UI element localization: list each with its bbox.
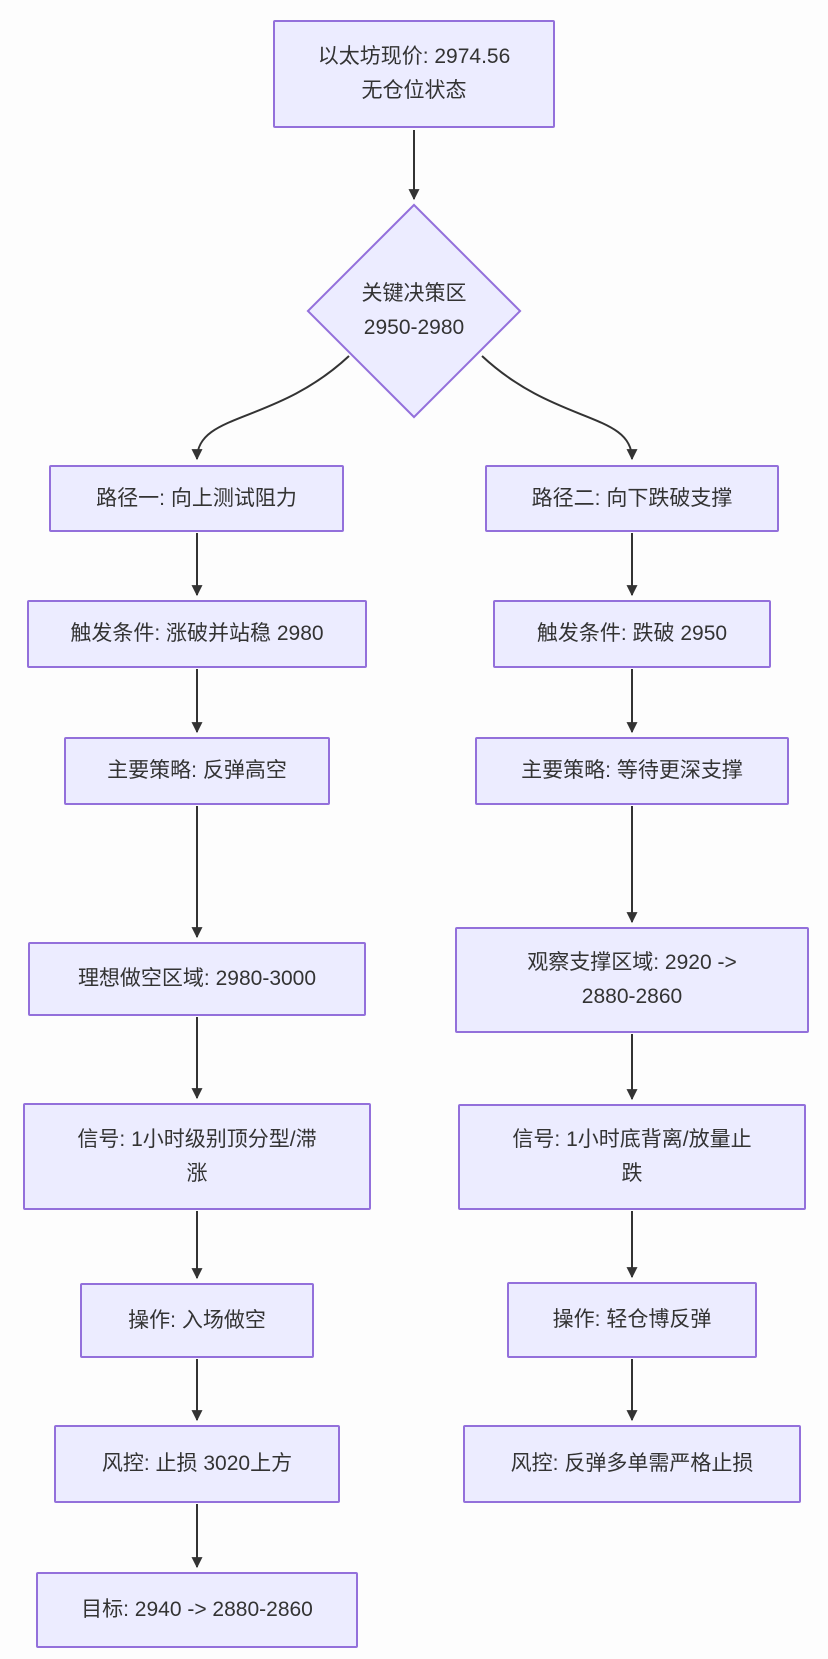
node-start: 以太坊现价: 2974.56 无仓位状态 <box>273 20 555 128</box>
node-p2-strategy: 主要策略: 等待更深支撑 <box>475 737 789 805</box>
node-p1-signal: 信号: 1小时级别顶分型/滞 涨 <box>23 1103 371 1210</box>
node-p2-action-label: 操作: 轻仓博反弹 <box>552 1308 712 1332</box>
node-p1-risk-label: 风控: 止损 3020上方 <box>101 1452 293 1476</box>
node-p2-signal: 信号: 1小时底背离/放量止 跌 <box>458 1104 806 1210</box>
node-p2-strategy-label: 主要策略: 等待更深支撑 <box>521 759 743 783</box>
node-p2-signal-line2: 跌 <box>621 1162 643 1185</box>
node-p1-strategy-label: 主要策略: 反弹高空 <box>107 759 287 783</box>
node-p1-path-label: 路径一: 向上测试阻力 <box>96 486 297 510</box>
node-p2-trigger: 触发条件: 跌破 2950 <box>493 600 771 668</box>
node-start-line1: 以太坊现价: 2974.56 <box>317 45 511 69</box>
node-decision-line2: 2950-2980 <box>363 316 465 339</box>
node-start-line2: 无仓位状态 <box>361 79 467 102</box>
node-p2-path: 路径二: 向下跌破支撑 <box>485 465 779 532</box>
edge-decision-to-path2 <box>481 355 638 461</box>
node-p1-trigger-label: 触发条件: 涨破并站稳 2980 <box>70 622 324 646</box>
node-p2-trigger-label: 触发条件: 跌破 2950 <box>536 622 728 646</box>
node-p2-signal-line1: 信号: 1小时底背离/放量止 <box>512 1128 752 1152</box>
node-p1-zone-label: 理想做空区域: 2980-3000 <box>77 967 317 991</box>
node-p2-zone: 观察支撑区域: 2920 -> 2880-2860 <box>455 927 809 1033</box>
node-p1-signal-line2: 涨 <box>186 1161 208 1185</box>
node-p1-zone: 理想做空区域: 2980-3000 <box>28 942 366 1016</box>
node-p1-trigger: 触发条件: 涨破并站稳 2980 <box>27 600 367 668</box>
node-p2-path-label: 路径二: 向下跌破支撑 <box>531 486 733 510</box>
node-p2-zone-line2: 2880-2860 <box>581 985 683 1008</box>
node-p1-risk: 风控: 止损 3020上方 <box>54 1425 340 1503</box>
node-p1-action-label: 操作: 入场做空 <box>128 1308 266 1332</box>
node-p1-strategy: 主要策略: 反弹高空 <box>64 737 330 805</box>
edge-decision-to-path1 <box>191 355 350 461</box>
node-p2-action: 操作: 轻仓博反弹 <box>507 1282 757 1358</box>
node-p1-signal-line1: 信号: 1小时级别顶分型/滞 <box>77 1127 317 1151</box>
node-p1-target-label: 目标: 2940 -> 2880-2860 <box>81 1598 313 1622</box>
node-p1-action: 操作: 入场做空 <box>80 1283 314 1358</box>
node-p1-target: 目标: 2940 -> 2880-2860 <box>36 1572 358 1648</box>
node-decision-label: 关键决策区 2950-2980 <box>314 261 514 361</box>
node-p2-zone-line1: 观察支撑区域: 2920 -> <box>527 951 737 975</box>
node-p1-path: 路径一: 向上测试阻力 <box>49 465 344 532</box>
node-p2-risk: 风控: 反弹多单需严格止损 <box>463 1425 801 1503</box>
node-decision-line1: 关键决策区 <box>361 282 467 306</box>
node-p2-risk-label: 风控: 反弹多单需严格止损 <box>510 1452 754 1476</box>
